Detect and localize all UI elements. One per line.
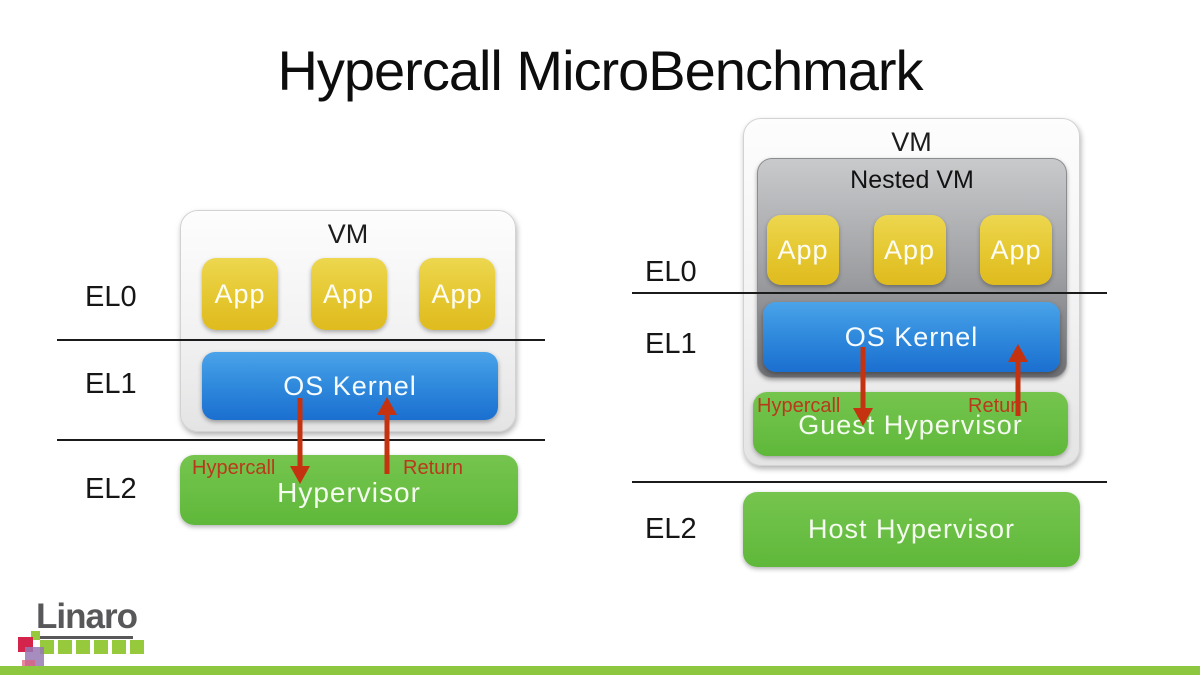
logo-square — [94, 640, 108, 654]
return-label: Return — [403, 457, 464, 479]
el2-label: EL2 — [645, 513, 697, 545]
logo-square — [31, 631, 40, 640]
el1-label: EL1 — [645, 328, 697, 360]
footer-bar — [0, 666, 1200, 675]
app-label: App — [214, 278, 266, 309]
el0-label: EL0 — [85, 281, 137, 313]
el0-label: EL0 — [645, 256, 697, 288]
guest-hypervisor-label: Guest Hypervisor — [798, 410, 1023, 440]
logo-square — [112, 640, 126, 654]
hypervisor-label: Hypervisor — [277, 477, 421, 508]
app-box: App — [419, 258, 495, 330]
app-label: App — [777, 234, 829, 265]
logo-square — [76, 640, 90, 654]
os-kernel-box: OS Kernel — [202, 352, 498, 420]
exception-level-line — [632, 292, 1107, 294]
hypervisor-box: Hypervisor — [180, 455, 518, 525]
exception-level-line — [57, 339, 545, 341]
app-label: App — [322, 278, 375, 309]
app-label: App — [431, 278, 483, 309]
app-box: App — [202, 258, 278, 330]
slide-title: Hypercall MicroBenchmark — [277, 39, 923, 102]
app-box: App — [767, 215, 839, 285]
app-label: App — [883, 234, 936, 265]
os-kernel-label: OS Kernel — [283, 370, 417, 401]
hypercall-label: Hypercall — [192, 457, 276, 479]
app-box: App — [310, 258, 387, 330]
el2-label: EL2 — [85, 473, 137, 505]
app-label: App — [990, 234, 1042, 265]
os-kernel-label: OS Kernel — [844, 321, 979, 352]
host-hypervisor-box: Host Hypervisor — [743, 492, 1080, 567]
host-hypervisor-label: Host Hypervisor — [807, 514, 1016, 544]
logo-underline — [37, 636, 133, 639]
el1-label: EL1 — [85, 368, 137, 400]
logo-square — [130, 640, 144, 654]
os-kernel-box: OS Kernel — [763, 302, 1060, 372]
app-box: App — [873, 215, 946, 285]
logo-square — [58, 640, 72, 654]
app-row: App App App — [767, 215, 1052, 285]
hypercall-label: Hypercall — [757, 395, 841, 417]
linaro-wordmark: Linaro — [36, 597, 138, 636]
vm-label: VM — [891, 127, 932, 157]
nested-vm-label: Nested VM — [850, 166, 974, 194]
return-label: Return — [968, 395, 1029, 417]
app-box: App — [980, 215, 1052, 285]
app-row: App App App — [202, 258, 495, 330]
exception-level-line — [632, 481, 1107, 483]
exception-level-line — [57, 439, 545, 441]
vm-label: VM — [327, 219, 369, 249]
